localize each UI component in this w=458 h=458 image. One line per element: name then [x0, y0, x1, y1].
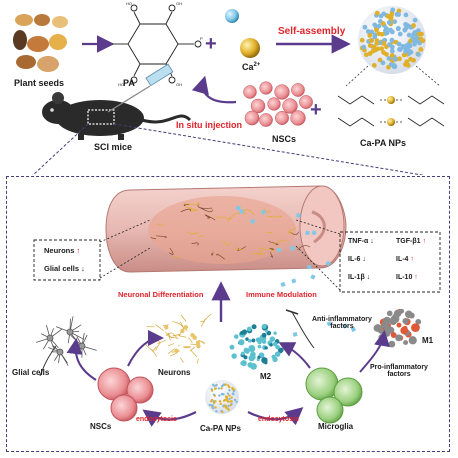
neuronal-differentiation-label: Neuronal Differentiation	[118, 290, 204, 299]
endocytosis-left-label: endocytosis	[136, 416, 177, 423]
svg-text:+: +	[310, 99, 322, 121]
svg-text:P: P	[200, 36, 203, 41]
small-blue-sphere	[225, 9, 239, 23]
plant-seeds-icon	[13, 14, 68, 72]
neuron-glial-callout	[33, 239, 101, 281]
glial-cells-label: Glial cells	[12, 368, 50, 377]
glial-cells-icon	[36, 316, 97, 366]
ca-pa-structure	[337, 95, 445, 127]
microglia-label: Microglia	[318, 422, 354, 431]
m1-macrophage-icon	[373, 308, 422, 348]
endocytosis-right-label: endocytosis	[258, 416, 299, 423]
ca-pa-np-sphere	[358, 6, 426, 74]
cytokine-callout	[339, 231, 441, 293]
ca-pa-nps-top-label: Ca-PA NPs	[360, 138, 407, 148]
tnf-label: TNF-α ↓	[348, 238, 374, 245]
glial-down-label: Glial cells ↓	[44, 264, 85, 273]
in-situ-injection-label: In situ injection	[176, 120, 243, 130]
m2-label: M2	[260, 372, 272, 381]
mechanism-scheme	[33, 185, 441, 427]
svg-text:HO: HO	[126, 1, 132, 6]
il1b-label: IL-1β ↓	[348, 274, 371, 281]
svg-text:HO: HO	[118, 82, 124, 87]
sci-mouse-icon	[42, 92, 192, 140]
nscs-cluster	[243, 81, 313, 127]
syringe-icon	[107, 63, 174, 113]
svg-text:OH: OH	[176, 1, 182, 6]
nscs-label: NSCs	[90, 422, 112, 431]
neurons-label: Neurons	[158, 368, 191, 377]
calcium-ion-icon	[240, 38, 260, 58]
pa-label: PA	[123, 78, 135, 88]
plus-sign: +	[205, 33, 217, 55]
nscs-bottom-icon	[97, 367, 154, 422]
svg-text:OH: OH	[176, 82, 182, 87]
plant-seeds-label: Plant seeds	[14, 78, 65, 88]
top-scheme: HO OH P OH HO + +	[13, 1, 445, 175]
il4-label: IL-4 ↑	[396, 256, 414, 263]
ca-label: Ca2+	[242, 62, 261, 72]
ca-pa-nps-bottom-label: Ca-PA NPs	[200, 424, 241, 433]
microglia-icon	[305, 367, 363, 424]
il10-label: IL-10 ↑	[396, 274, 418, 281]
tgf-label: TGF-β1 ↑	[396, 238, 426, 245]
mechanism-panel	[6, 176, 450, 452]
ca-pa-np-bottom-icon	[205, 380, 239, 414]
spinal-cord-illustration	[105, 185, 357, 337]
immune-modulation-label: Immune Modulation	[246, 290, 317, 299]
nscs-top-label: NSCs	[272, 134, 297, 144]
m2-macrophage-icon	[229, 323, 284, 370]
neurons-up-label: Neurons ↑	[44, 246, 81, 255]
m1-label: M1	[422, 336, 434, 345]
self-assembly-label: Self-assembly	[278, 26, 346, 37]
il6-label: IL-6 ↓	[348, 256, 366, 263]
sci-mice-label: SCI mice	[94, 142, 133, 152]
